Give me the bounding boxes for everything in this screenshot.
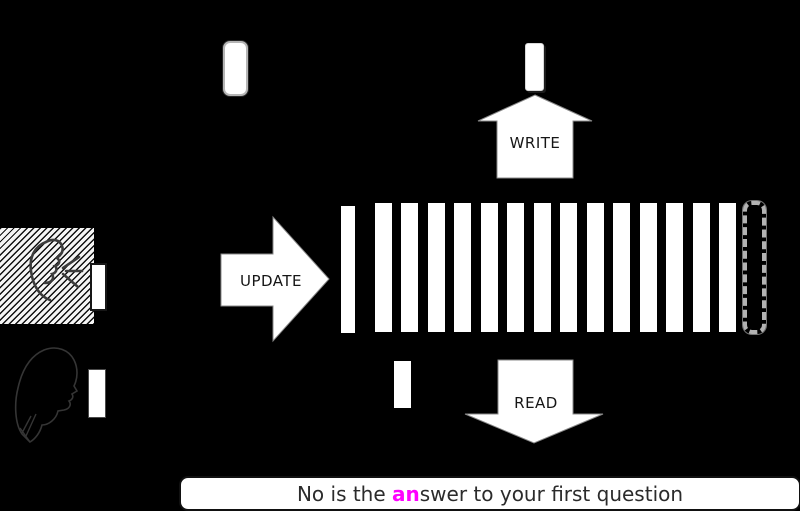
read-arrow-label: READ (514, 394, 558, 412)
female-profile-silhouette-icon (14, 347, 79, 444)
answer-text-suffix: swer to your first question (419, 481, 684, 506)
speaker-hatch-box (0, 228, 94, 324)
memory-cell (480, 203, 498, 332)
memory-cell (427, 203, 445, 332)
memory-cell (586, 203, 604, 332)
read-arrow (464, 359, 604, 444)
answer-text-prefix: No is the (296, 481, 393, 506)
answer-text-highlight: an (392, 481, 420, 506)
memory-cell (401, 203, 419, 332)
write-input-token (525, 43, 544, 91)
memory-cell (454, 203, 472, 332)
memory-cell (560, 203, 578, 332)
memory-cell (533, 203, 551, 332)
memory-cell (666, 203, 684, 332)
top-left-token (223, 41, 248, 96)
memory-cell (507, 203, 525, 332)
update-arrow-label: UPDATE (239, 272, 303, 290)
speaking-head-sketch-icon (29, 238, 84, 302)
memory-cell-first (341, 206, 355, 333)
read-output-token (394, 361, 411, 408)
memory-cell (639, 203, 657, 332)
memory-cell (718, 203, 736, 332)
update-arrow (220, 215, 330, 343)
speaker-output-token (90, 263, 107, 311)
memory-cell-ghost (743, 201, 766, 334)
memory-cell (375, 203, 392, 332)
write-arrow-label: WRITE (509, 134, 561, 152)
write-arrow (477, 94, 593, 179)
memory-cell (692, 203, 710, 332)
memory-cell (613, 203, 631, 332)
listener-input-token (88, 369, 106, 418)
